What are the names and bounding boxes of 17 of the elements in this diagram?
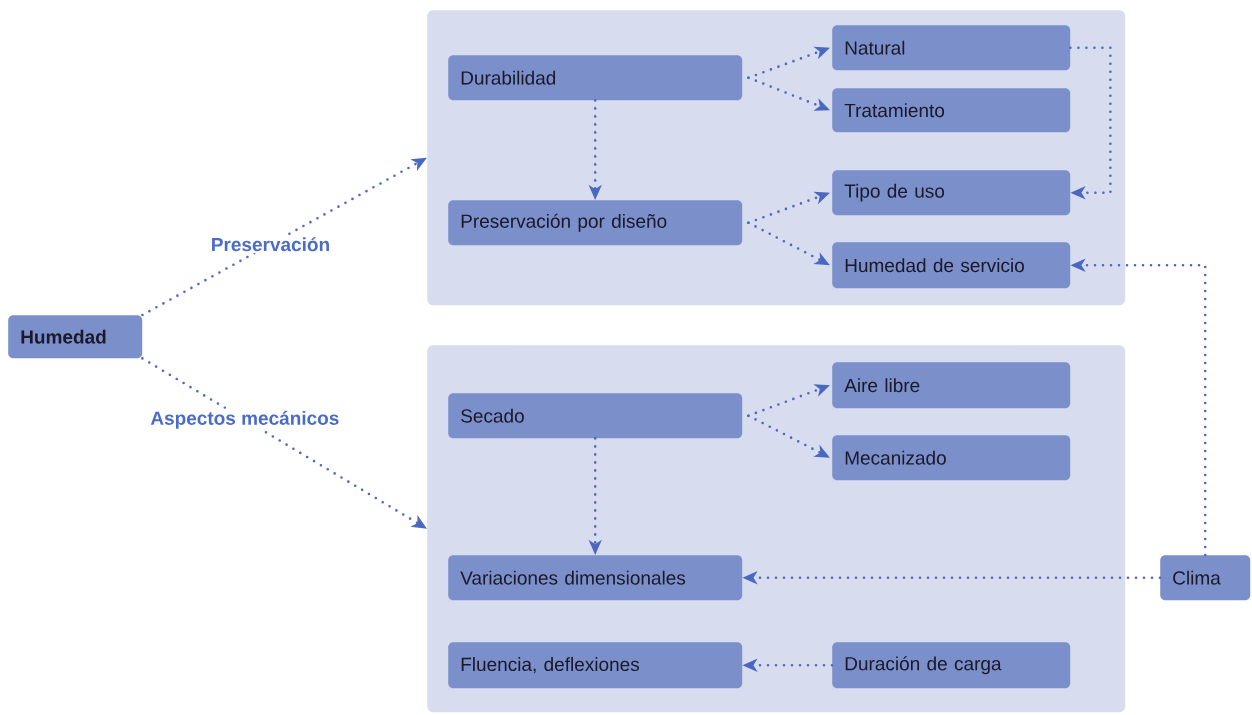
edge-label: Aspectos mecánicos (148, 408, 342, 431)
process-box: Mecanizado (832, 435, 1071, 481)
process-box: Humedad de servicio (832, 242, 1071, 289)
process-box: Clima (1160, 555, 1251, 601)
process-box: Tipo de uso (832, 170, 1071, 216)
arrow (1069, 46, 1112, 200)
process-box: Duración de carga (832, 642, 1071, 689)
process-box: Humedad (8, 315, 143, 359)
process-box: Durabilidad (448, 55, 743, 101)
edge-label: Preservación (208, 235, 333, 254)
process-box: Fluencia, deflexiones (448, 642, 743, 689)
process-box: Aire libre (832, 362, 1071, 409)
process-box: Variaciones dimensionales (448, 555, 743, 601)
process-box: Preservación por diseño (448, 200, 743, 246)
process-box: Secado (448, 393, 743, 439)
process-box: Natural (832, 25, 1071, 71)
process-box: Tratamiento (832, 88, 1071, 133)
